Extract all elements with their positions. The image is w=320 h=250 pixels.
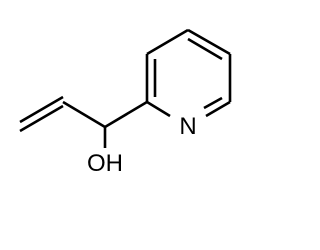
ring-inner-double-bond-c4-c5 bbox=[187, 37, 223, 61]
ring-bond-c3-c4 bbox=[146, 28, 189, 56]
vinyl-double-bond-outer bbox=[19, 95, 64, 124]
ring-bond-c4-c5 bbox=[187, 28, 231, 56]
vinyl-to-carbinol-bond bbox=[62, 100, 106, 129]
hydroxyl-atom-label: OH bbox=[87, 150, 123, 177]
carbinol-to-ring-bond bbox=[104, 100, 148, 129]
ring-inner-double-bond-c6-n bbox=[203, 96, 223, 110]
nitrogen-atom-label: N bbox=[179, 113, 196, 140]
ring-bond-n-c2 bbox=[146, 100, 171, 118]
vinyl-double-bond-inner bbox=[19, 104, 64, 133]
chemical-structure: N OH bbox=[19, 28, 232, 177]
ring-bond-c6-n bbox=[205, 100, 231, 118]
